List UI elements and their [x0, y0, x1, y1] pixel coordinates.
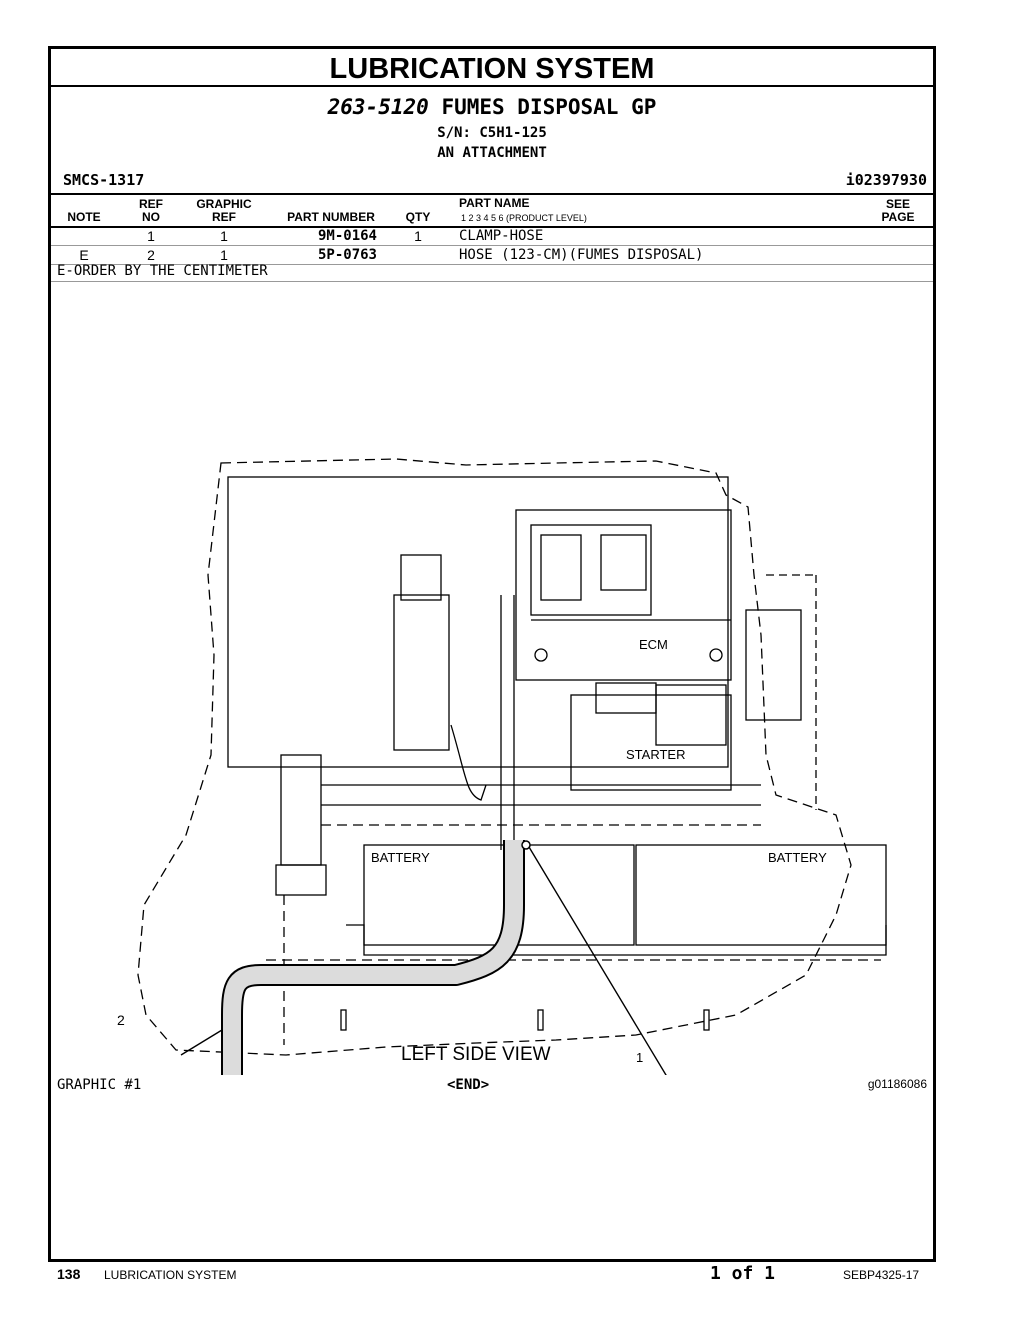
battery-left-label: BATTERY — [371, 850, 430, 865]
sheet-indicator: 1 of 1 — [710, 1263, 776, 1284]
footnote-rule — [51, 281, 933, 282]
graphic-id: g01186086 — [867, 1077, 927, 1091]
part-number: 5P-0763 — [317, 247, 377, 263]
col-part-name: PART NAME — [459, 196, 530, 210]
table-row: 1 1 9M-0164 1 CLAMP-HOSE — [51, 227, 933, 246]
part-name: HOSE (123-CM)(FUMES DISPOSAL) — [459, 247, 704, 263]
starter-label: STARTER — [626, 747, 685, 762]
ecm-label: ECM — [639, 637, 668, 652]
left-side-view-illustration: ECM STARTER BATTERY BATTERY — [137, 458, 887, 1075]
table-row: E 2 1 5P-0763 HOSE (123-CM)(FUMES DISPOS… — [51, 246, 933, 265]
group-number: 263-5120 — [327, 95, 429, 119]
table-footnote: E-ORDER BY THE CENTIMETER — [57, 263, 268, 279]
col-qty: QTY — [405, 210, 431, 224]
table-header-rule — [51, 226, 933, 228]
part-name: CLAMP-HOSE — [459, 228, 544, 244]
group-name: FUMES DISPOSAL GP — [441, 95, 657, 119]
doc-id: SEBP4325-17 — [843, 1268, 920, 1282]
col-product-level: 1 2 3 4 5 6 (PRODUCT LEVEL) — [461, 213, 587, 223]
col-part-number: PART NUMBER — [287, 210, 375, 224]
graphic-caption: GRAPHIC #1 — [57, 1077, 142, 1093]
attachment-label: AN ATTACHMENT — [437, 145, 547, 161]
col-note: NOTE — [67, 210, 101, 224]
smcs-code: SMCS-1317 — [63, 171, 145, 189]
callout-1: 1 — [636, 1050, 644, 1065]
battery-right-label: BATTERY — [768, 850, 827, 865]
section-title: LUBRICATION SYSTEM — [51, 49, 933, 87]
page-number: 138 — [57, 1266, 81, 1282]
view-label: LEFT SIDE VIEW — [401, 1044, 551, 1065]
callout-2: 2 — [117, 1012, 125, 1028]
info-id: i02397930 — [845, 171, 927, 189]
page-frame: LUBRICATION SYSTEM 263-5120 FUMES DISPOS… — [48, 46, 936, 1262]
end-marker: <END> — [447, 1077, 490, 1093]
footer-section: LUBRICATION SYSTEM — [104, 1268, 237, 1282]
serial-number: S/N: C5H1-125 — [437, 125, 547, 141]
group-heading: 263-5120 FUMES DISPOSAL GP — [51, 95, 933, 119]
part-number: 9M-0164 — [317, 228, 377, 244]
header-rule — [51, 193, 933, 195]
